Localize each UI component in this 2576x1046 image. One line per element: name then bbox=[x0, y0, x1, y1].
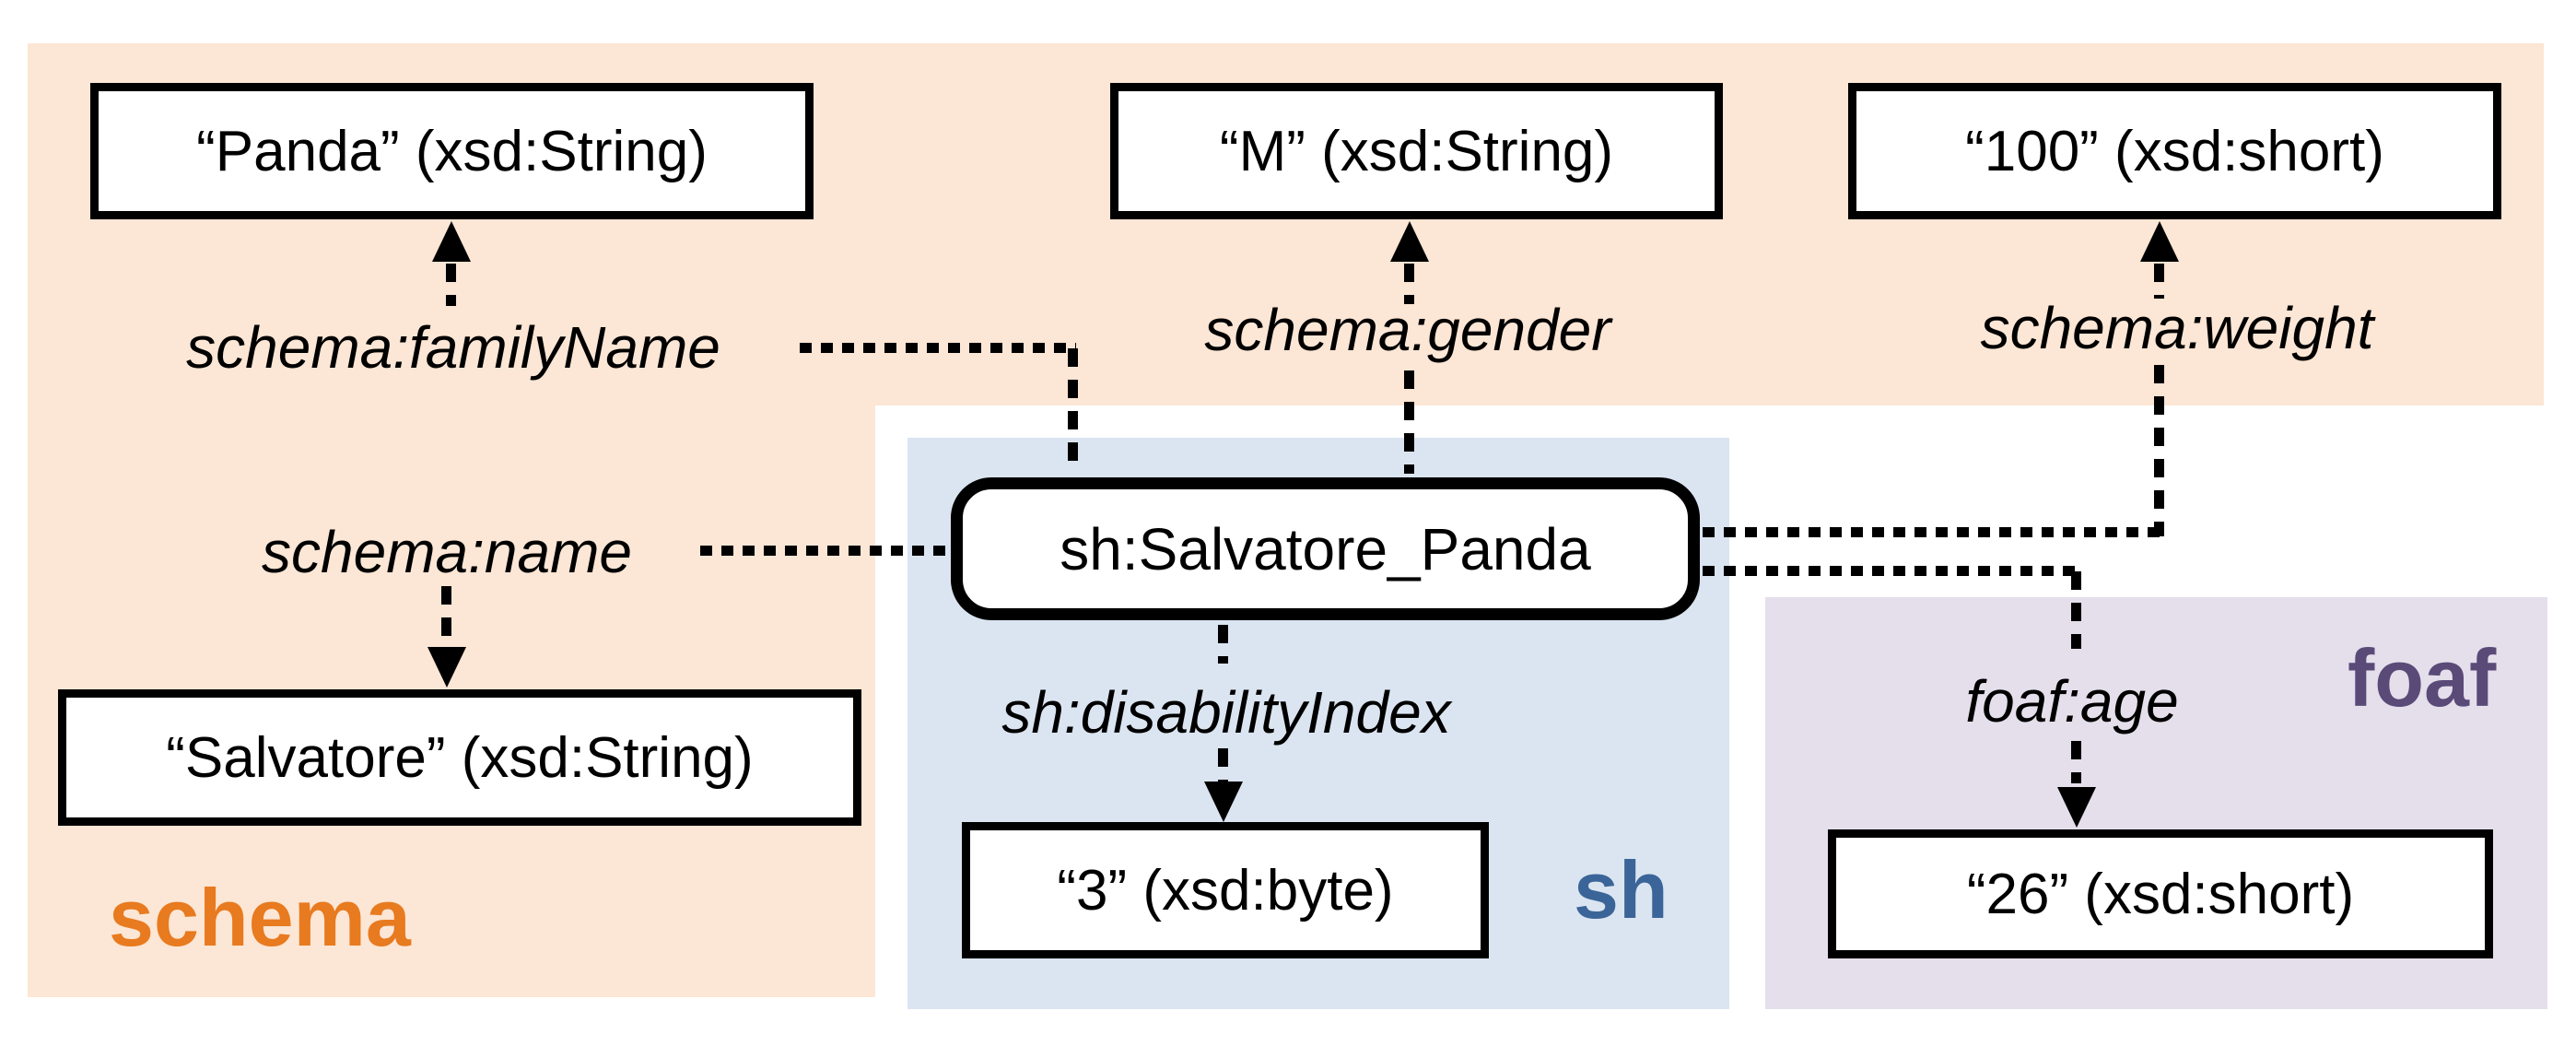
literal-box-weight-100: “100” (xsd:short) bbox=[1848, 83, 2501, 219]
literal-text: “100” (xsd:short) bbox=[1965, 119, 2384, 183]
region-label-foaf: foaf bbox=[2348, 632, 2497, 723]
literal-box-disability-3: “3” (xsd:byte) bbox=[962, 822, 1489, 958]
edge-line-familyname-to-node bbox=[1068, 348, 1078, 470]
literal-text: “26” (xsd:short) bbox=[1966, 862, 2355, 926]
literal-box-panda: “Panda” (xsd:String) bbox=[90, 83, 814, 219]
edge-line-name-to-salvatore bbox=[441, 586, 451, 647]
edge-line-disabilityindex-from-node bbox=[1218, 625, 1228, 664]
predicate-label-family-name: schema:familyName bbox=[186, 314, 720, 381]
edge-line-age-vertical bbox=[2071, 571, 2081, 649]
predicate-label-age: foaf:age bbox=[1965, 668, 2179, 735]
predicate-label-name: schema:name bbox=[262, 519, 632, 585]
edge-line-weight-vertical bbox=[2154, 365, 2164, 536]
literal-box-salvatore: “Salvatore” (xsd:String) bbox=[58, 689, 861, 826]
node-salvatore-panda: sh:Salvatore_Panda bbox=[951, 477, 1700, 620]
literal-text: “M” (xsd:String) bbox=[1219, 119, 1614, 183]
region-label-sh: sh bbox=[1574, 844, 1669, 935]
edge-line-gender-to-m bbox=[1404, 264, 1414, 304]
literal-text: “3” (xsd:byte) bbox=[1057, 858, 1394, 923]
arrowhead-down-icon bbox=[427, 647, 466, 688]
arrowhead-down-icon bbox=[1204, 782, 1243, 822]
edge-line-name-from-node bbox=[700, 546, 953, 556]
edge-line-familyname-horizontal bbox=[800, 343, 1076, 353]
edge-line-gender-to-node bbox=[1404, 370, 1414, 474]
literal-text: “Salvatore” (xsd:String) bbox=[166, 725, 754, 790]
predicate-label-disability-index: sh:disabilityIndex bbox=[1001, 679, 1451, 746]
region-label-schema: schema bbox=[109, 872, 411, 963]
arrowhead-up-icon bbox=[432, 221, 471, 262]
node-label: sh:Salvatore_Panda bbox=[1060, 515, 1591, 582]
literal-text: “Panda” (xsd:String) bbox=[196, 119, 708, 183]
literal-box-gender-m: “M” (xsd:String) bbox=[1110, 83, 1723, 219]
arrowhead-down-icon bbox=[2057, 787, 2096, 828]
predicate-label-weight: schema:weight bbox=[1980, 295, 2374, 361]
edge-line-weight-from-node bbox=[1703, 527, 2164, 537]
predicate-label-gender: schema:gender bbox=[1204, 297, 1611, 363]
edge-line-familyname-to-panda bbox=[446, 264, 456, 306]
literal-box-age-26: “26” (xsd:short) bbox=[1828, 829, 2493, 958]
arrowhead-up-icon bbox=[2140, 221, 2179, 262]
edge-line-age-from-node bbox=[1703, 566, 2082, 576]
edge-line-weight-to-100 bbox=[2154, 264, 2164, 299]
edge-line-disabilityindex-to-3 bbox=[1218, 748, 1228, 783]
arrowhead-up-icon bbox=[1390, 221, 1429, 262]
edge-line-age-to-26 bbox=[2071, 741, 2081, 783]
